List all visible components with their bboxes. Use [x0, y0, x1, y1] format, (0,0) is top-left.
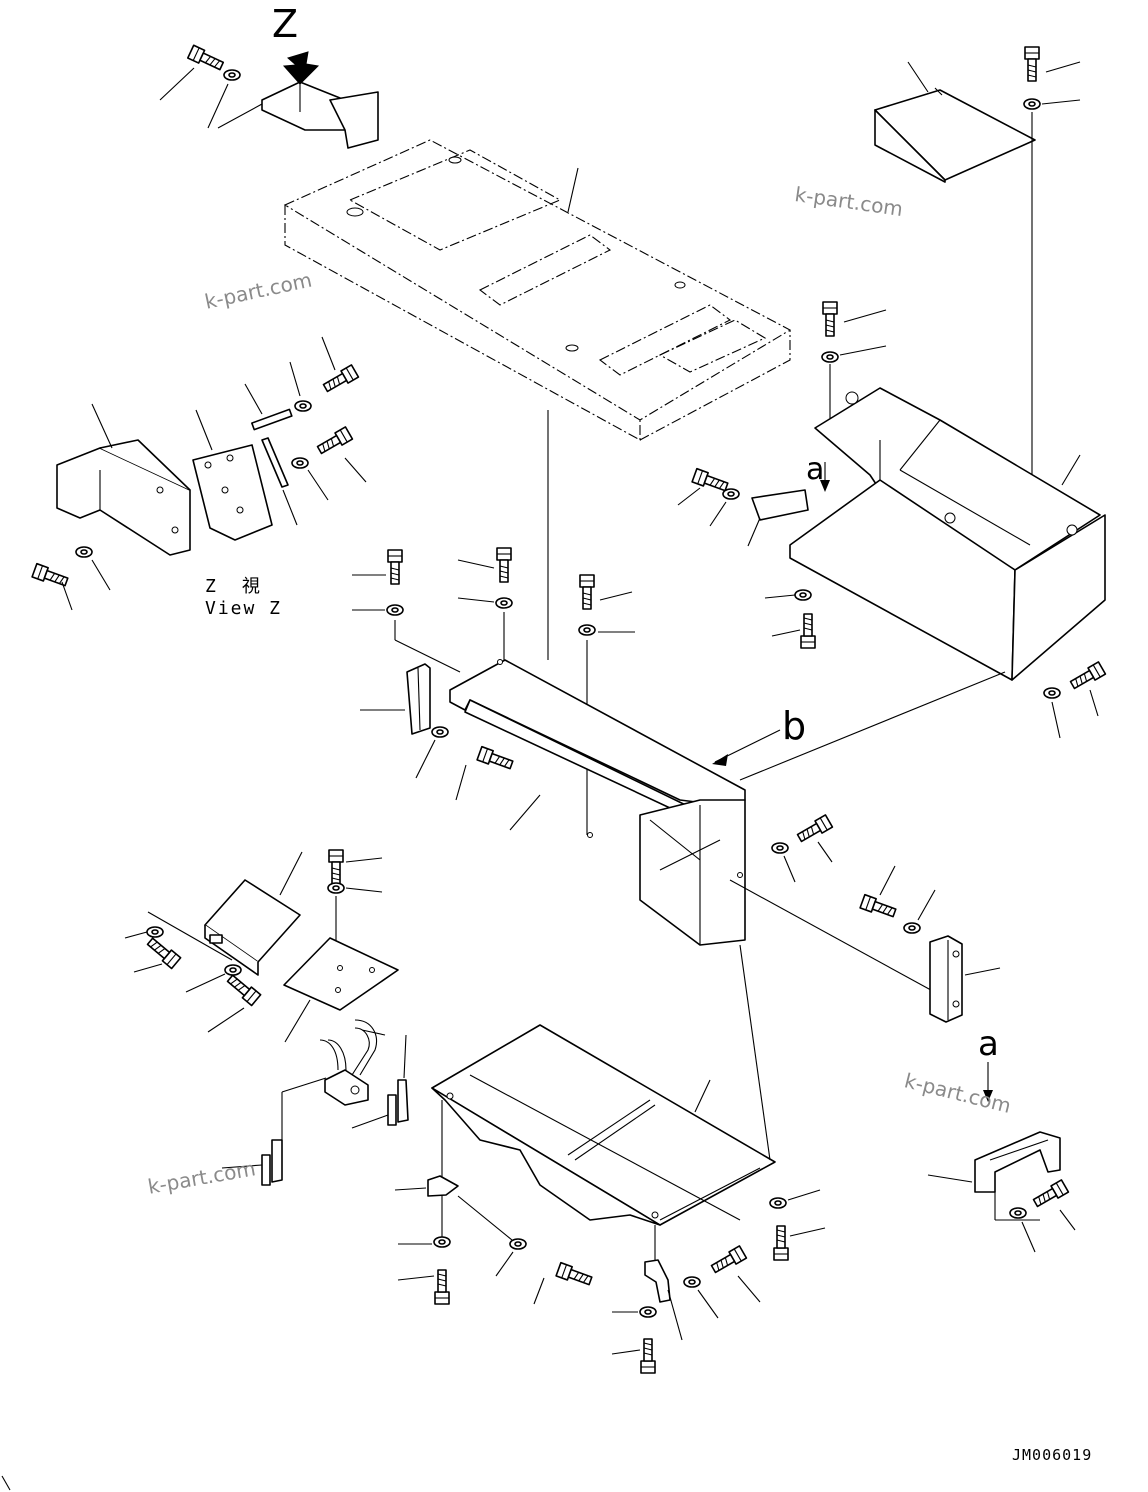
bolt — [795, 814, 834, 845]
mount-plate — [283, 937, 399, 1011]
hose-fitting — [319, 1019, 377, 1106]
washer — [223, 69, 241, 81]
upper-frame-phantom — [283, 139, 792, 441]
bolt — [709, 1245, 748, 1276]
washer — [291, 457, 309, 469]
bolt — [640, 1338, 656, 1374]
bolt — [224, 972, 262, 1007]
washer — [509, 1238, 527, 1250]
washer — [794, 589, 812, 601]
vertical-bracket-right — [929, 935, 963, 1023]
view-z-pin — [251, 408, 293, 488]
washer — [146, 926, 164, 938]
washer — [1009, 1207, 1027, 1219]
view-z-caption-en: View Z — [205, 598, 283, 619]
bolt — [773, 1225, 789, 1261]
battery-box — [789, 387, 1106, 681]
top-cover-bracket — [217, 81, 379, 149]
vertical-bracket-left — [406, 663, 431, 735]
view-arrow-icon — [282, 51, 320, 85]
bolt — [822, 301, 838, 337]
washer — [386, 604, 404, 616]
washer — [821, 351, 839, 363]
hose-clamp — [261, 1139, 283, 1186]
corner-bracket — [974, 1131, 1061, 1193]
angled-cover — [204, 879, 301, 976]
washer — [294, 400, 312, 412]
view-letter-z: Z — [272, 2, 299, 46]
view-z-bracket — [56, 439, 191, 556]
nut — [328, 849, 344, 885]
small-bracket-plate — [751, 489, 809, 521]
washer — [75, 546, 93, 558]
small-bracket — [427, 1175, 459, 1197]
bolt — [434, 1269, 450, 1305]
bolt — [1024, 46, 1040, 82]
bolt — [800, 613, 816, 649]
washer — [1043, 687, 1061, 699]
bolt — [321, 364, 360, 395]
bolt — [315, 426, 354, 457]
washer — [327, 882, 345, 894]
washer — [722, 488, 740, 500]
small-bracket — [644, 1259, 671, 1303]
washer — [495, 597, 513, 609]
bolt — [496, 547, 512, 583]
under-cover — [431, 1024, 776, 1226]
drawing-number: JM006019 — [1012, 1446, 1093, 1464]
bolt — [859, 893, 898, 921]
hose-clamp — [387, 1079, 409, 1126]
washer — [578, 624, 596, 636]
bolt — [1068, 661, 1107, 692]
small-cover-plate — [874, 87, 1036, 183]
bolt — [1031, 1179, 1070, 1210]
corner-mark — [1, 1475, 11, 1491]
reference-a-bottom: a — [978, 1024, 999, 1064]
bolt — [144, 935, 182, 970]
washer — [639, 1306, 657, 1318]
bolt — [579, 574, 595, 610]
bolt — [387, 549, 403, 585]
washer — [1023, 98, 1041, 110]
washer — [769, 1197, 787, 1209]
washer — [903, 922, 921, 934]
view-z-caption-jp: Z 視 — [205, 576, 264, 597]
view-z-plate — [192, 444, 273, 541]
bolt — [555, 1261, 594, 1289]
bolt — [476, 745, 515, 773]
reference-b: b — [782, 704, 807, 748]
washer — [771, 842, 789, 854]
washer — [433, 1236, 451, 1248]
floor-plate — [449, 659, 746, 946]
washer — [224, 964, 242, 976]
washer — [431, 726, 449, 738]
washer — [683, 1276, 701, 1288]
reference-a-top: a — [806, 452, 825, 487]
